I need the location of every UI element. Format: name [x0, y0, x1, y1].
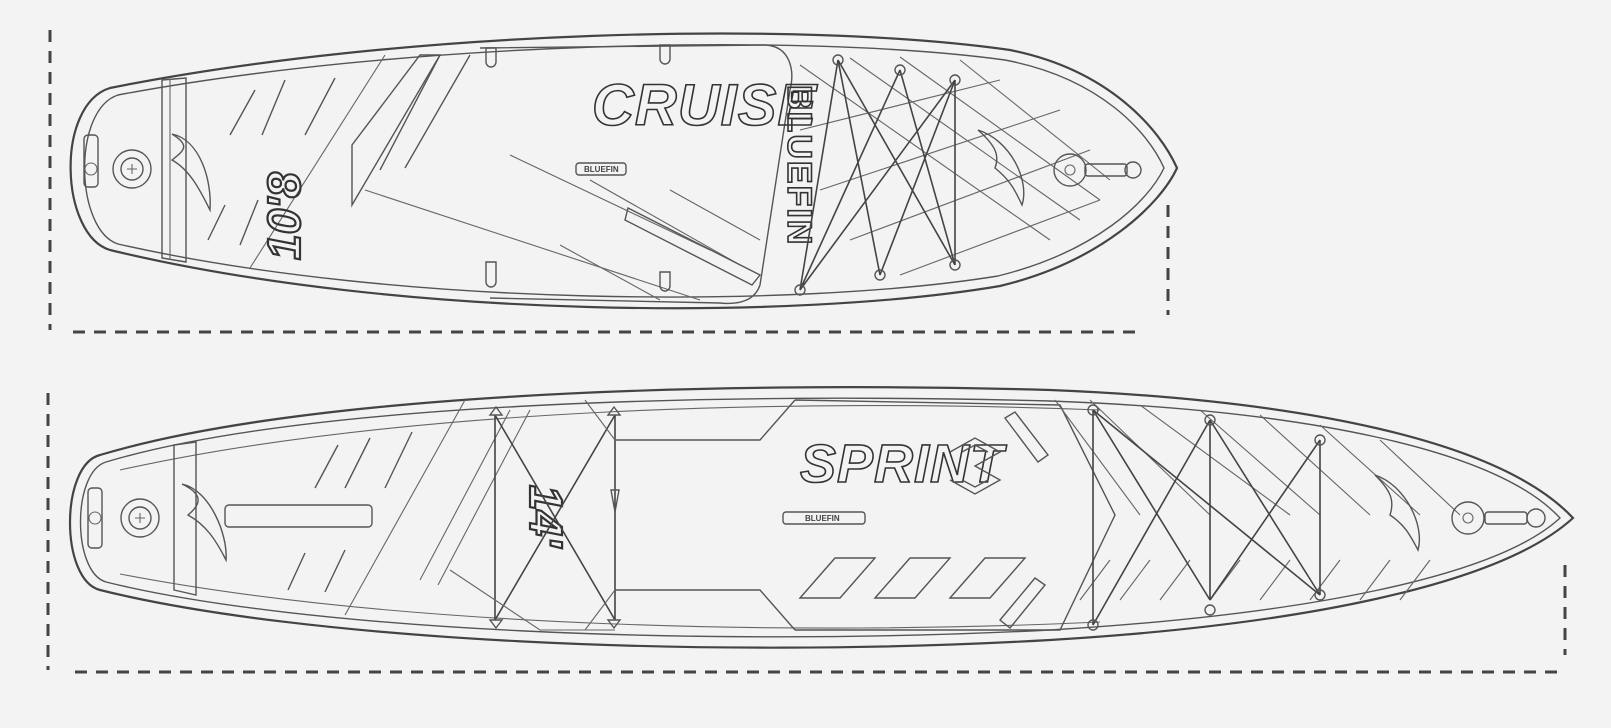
cruise-action-mount-hole — [1064, 164, 1076, 176]
cruise-nose-fin-logo-icon — [977, 129, 1025, 207]
cruise-valve-cross — [127, 164, 137, 174]
cruise-nose-ring — [1124, 161, 1142, 179]
sprint-deck-chevrons — [798, 557, 1027, 599]
sprint-tail-stripes — [314, 431, 413, 489]
cruise-leash-ring — [84, 162, 98, 176]
sprint-valve-cross — [135, 513, 145, 523]
sprint-tail-handle-pad — [224, 504, 373, 528]
sprint-carry-handle — [782, 511, 866, 525]
sprint-deck-pad — [615, 399, 1116, 631]
cruise-fin-logo-icon — [170, 133, 211, 213]
cruise-board: 10'8 BLUEFIN CRUISE BLUEFIN — [48, 30, 1179, 334]
sprint-size-label: 14' — [520, 485, 572, 549]
sprint-nose-fin-logo-icon — [1374, 474, 1420, 552]
cruise-valve — [112, 149, 152, 189]
sprint-tail-stripes-lower — [287, 549, 346, 593]
sprint-deck-stripes — [344, 399, 531, 616]
cruise-tail-stripes — [229, 77, 336, 136]
cruise-leash-plug — [83, 134, 99, 188]
sprint-leash-plug — [87, 487, 103, 549]
sprint-side-tag-upper — [1003, 411, 1050, 463]
sprint-board: 14' SPRINT BLUEFIN — [46, 386, 1575, 674]
cruise-deck-divider — [249, 54, 386, 269]
cruise-board-outline — [69, 32, 1179, 310]
cruise-size-label: 10'8 — [258, 172, 310, 260]
sprint-fin-logo-icon — [181, 483, 227, 563]
sprint-nose-tag — [1484, 511, 1528, 525]
cruise-d-ring-2 — [659, 44, 671, 65]
cruise-stripe-lines — [379, 54, 471, 171]
sprint-nose-grip-lower — [1079, 559, 1431, 601]
cruise-model-name: CRUISE — [592, 73, 818, 138]
sprint-nose-ring — [1526, 508, 1546, 528]
cruise-carry-handle — [575, 162, 627, 176]
sprint-nose-bungee-anchors — [1087, 404, 1326, 631]
cruise-tail-stripes-lower — [207, 199, 259, 246]
sprint-nose-grip-upper — [1054, 399, 1461, 516]
sprint-rear-d-rings — [488, 405, 622, 630]
sprint-valve-inner — [128, 506, 152, 530]
sprint-action-mount — [1451, 501, 1485, 535]
cruise-d-ring-4 — [659, 271, 671, 292]
cruise-brand-text: BLUEFIN — [780, 85, 818, 246]
sprint-tail-kick — [173, 441, 197, 596]
sprint-deck-pad-edges — [449, 399, 616, 631]
sprint-side-tag-lower — [999, 577, 1047, 629]
sprint-rail-stripe — [119, 405, 1101, 629]
cruise-pad-grooves — [509, 154, 761, 301]
cruise-d-ring-3 — [485, 261, 497, 288]
cruise-bungee-cords — [799, 59, 956, 291]
sprint-handle-tag: BLUEFIN — [805, 514, 840, 523]
cruise-deck-line — [364, 189, 701, 301]
sprint-board-rail — [79, 397, 1561, 638]
sprint-action-mount-hole — [1462, 512, 1474, 524]
cruise-valve-inner — [120, 157, 144, 181]
cruise-tail-kick — [161, 77, 187, 263]
cruise-board-rail — [83, 44, 1165, 298]
cruise-nose-grip-pattern — [799, 56, 1111, 276]
cruise-deck-pad — [479, 44, 793, 305]
sprint-leash-ring — [88, 511, 102, 525]
sprint-rear-bungee — [494, 414, 616, 621]
cruise-nose-tag — [1084, 163, 1128, 177]
cruise-pad-stripe — [624, 206, 762, 286]
sprint-nose-bungee — [1092, 409, 1321, 626]
cruise-action-mount — [1053, 153, 1087, 187]
sprint-board-outline — [69, 386, 1575, 649]
sprint-s-logo-icon — [949, 437, 1002, 495]
cruise-bungee-anchors — [794, 54, 961, 296]
cruise-handle-tag: BLUEFIN — [584, 165, 619, 174]
sprint-model-name: SPRINT — [800, 434, 1007, 494]
cruise-d-ring-1 — [485, 47, 497, 68]
sprint-bungee-clip — [610, 489, 620, 513]
sprint-valve — [120, 498, 160, 538]
